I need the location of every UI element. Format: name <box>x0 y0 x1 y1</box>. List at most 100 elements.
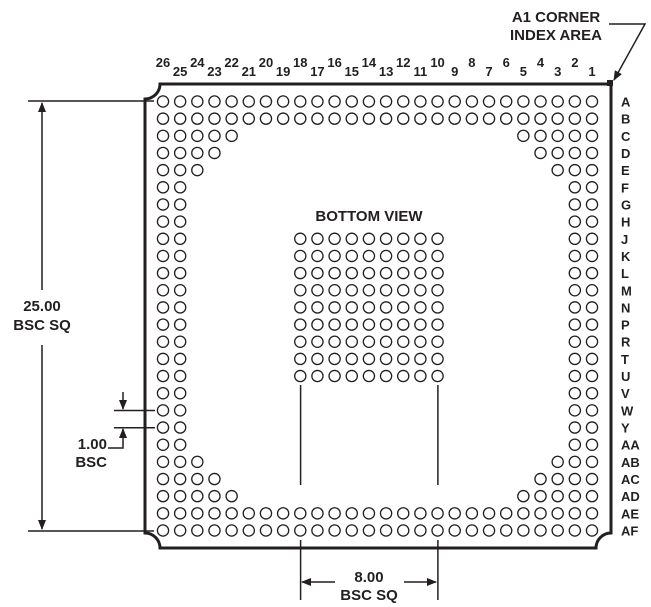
solder-ball-R13 <box>379 335 393 348</box>
solder-ball-C25 <box>173 129 187 143</box>
solder-ball-L12 <box>396 266 410 280</box>
column-label-1: 1 <box>588 64 595 79</box>
solder-ball-Y2 <box>568 421 582 434</box>
solder-ball-AE13 <box>379 507 393 520</box>
solder-ball-N15 <box>345 301 359 314</box>
solder-ball-A20 <box>259 95 273 108</box>
solder-ball-M16 <box>328 284 341 297</box>
column-label-14: 14 <box>362 55 377 70</box>
column-labels: 1234567891011121314151617181920212223242… <box>156 55 596 79</box>
solder-ball-AE9 <box>448 507 461 520</box>
solder-ball-AE21 <box>242 507 256 520</box>
solder-ball-T10 <box>431 352 444 366</box>
solder-ball-L26 <box>156 266 170 280</box>
solder-ball-W1 <box>585 404 599 417</box>
solder-ball-B7 <box>482 112 496 125</box>
a1-corner-label-line2: INDEX AREA <box>510 27 602 44</box>
solder-ball-AD24 <box>191 489 204 503</box>
solder-ball-AF18 <box>294 524 307 537</box>
solder-ball-T17 <box>311 352 324 366</box>
center-array-size-value: 8.00 <box>354 569 383 586</box>
solder-ball-L15 <box>345 266 359 280</box>
solder-ball-A10 <box>431 95 444 108</box>
solder-ball-J11 <box>414 232 427 246</box>
solder-ball-N13 <box>379 301 393 314</box>
solder-ball-AE20 <box>259 507 273 520</box>
solder-ball-U1 <box>585 369 599 383</box>
solder-ball-A24 <box>191 95 204 108</box>
solder-ball-A2 <box>568 95 582 108</box>
solder-ball-C4 <box>534 129 547 143</box>
solder-ball-G2 <box>568 198 582 211</box>
solder-ball-V2 <box>568 386 582 400</box>
column-label-16: 16 <box>327 55 341 70</box>
solder-ball-AE19 <box>276 507 290 520</box>
solder-ball-AF9 <box>448 524 461 537</box>
column-label-12: 12 <box>396 55 410 70</box>
solder-ball-A14 <box>362 95 376 108</box>
solder-ball-P18 <box>294 318 307 331</box>
solder-ball-U17 <box>311 369 324 383</box>
solder-ball-R25 <box>173 335 187 348</box>
solder-ball-H26 <box>156 215 170 228</box>
solder-ball-C23 <box>208 129 221 143</box>
solder-ball-AF13 <box>379 524 393 537</box>
solder-ball-AE24 <box>191 507 204 520</box>
solder-ball-AE16 <box>328 507 341 520</box>
solder-ball-AF12 <box>396 524 410 537</box>
solder-ball-P25 <box>173 318 187 331</box>
solder-ball-B2 <box>568 112 582 125</box>
solder-ball-AF25 <box>173 524 187 537</box>
solder-ball-A4 <box>534 95 547 108</box>
solder-ball-J12 <box>396 232 410 246</box>
row-label-V: V <box>621 386 630 401</box>
solder-ball-A11 <box>414 95 427 108</box>
solder-ball-AD5 <box>517 489 530 503</box>
solder-ball-K25 <box>173 249 187 263</box>
solder-ball-U10 <box>431 369 444 383</box>
solder-ball-K13 <box>379 249 393 263</box>
solder-ball-M13 <box>379 284 393 297</box>
solder-ball-B10 <box>431 112 444 125</box>
solder-ball-L1 <box>585 266 599 280</box>
solder-ball-A26 <box>156 95 170 108</box>
solder-ball-C24 <box>191 129 204 143</box>
solder-ball-N2 <box>568 301 582 314</box>
column-label-21: 21 <box>242 64 256 79</box>
solder-ball-L18 <box>294 266 307 280</box>
solder-ball-R17 <box>311 335 324 348</box>
solder-ball-AE17 <box>311 507 324 520</box>
solder-ball-B3 <box>551 112 564 125</box>
solder-ball-A15 <box>345 95 359 108</box>
solder-ball-AF14 <box>362 524 376 537</box>
solder-ball-AB1 <box>585 455 599 469</box>
solder-ball-AD3 <box>551 489 564 503</box>
solder-ball-AA2 <box>568 438 582 451</box>
solder-ball-AD22 <box>225 489 238 503</box>
solder-ball-AF22 <box>225 524 238 537</box>
solder-ball-K2 <box>568 249 582 263</box>
solder-ball-R12 <box>396 335 410 348</box>
solder-ball-B21 <box>242 112 256 125</box>
row-label-AF: AF <box>621 524 638 539</box>
solder-ball-AF1 <box>585 524 599 537</box>
row-label-D: D <box>621 146 630 161</box>
solder-ball-U12 <box>396 369 410 383</box>
solder-ball-U15 <box>345 369 359 383</box>
solder-ball-A21 <box>242 95 256 108</box>
solder-ball-K18 <box>294 249 307 263</box>
solder-ball-B8 <box>465 112 479 125</box>
solder-ball-A23 <box>208 95 221 108</box>
solder-ball-A19 <box>276 95 290 108</box>
solder-ball-M11 <box>414 284 427 297</box>
solder-ball-V26 <box>156 386 170 400</box>
solder-ball-J26 <box>156 232 170 246</box>
column-label-7: 7 <box>485 64 492 79</box>
ball-grid <box>156 95 599 537</box>
solder-ball-R10 <box>431 335 444 348</box>
solder-ball-D4 <box>534 146 547 160</box>
solder-ball-AF3 <box>551 524 564 537</box>
solder-ball-AC25 <box>173 472 187 486</box>
solder-ball-J16 <box>328 232 341 246</box>
solder-ball-J1 <box>585 232 599 246</box>
